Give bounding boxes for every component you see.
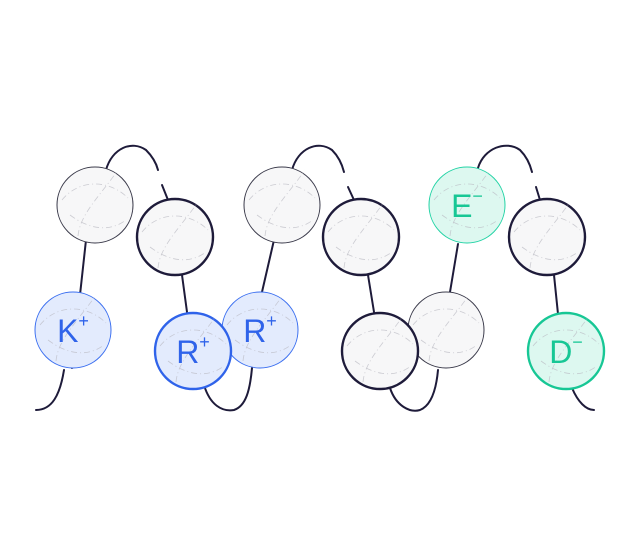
chain-segment — [261, 239, 275, 293]
residue-label-e: E− — [451, 186, 483, 224]
chain-segment — [389, 369, 439, 412]
chain-segment — [291, 144, 345, 173]
residue-n1 — [56, 166, 134, 244]
chain-segment — [203, 367, 253, 412]
chain-segment — [367, 274, 375, 313]
residue-r1 — [153, 311, 233, 391]
residue-r2 — [221, 291, 299, 369]
residue-label-k: K+ — [57, 311, 89, 349]
residue-label-r1: R+ — [176, 332, 210, 370]
chain-segment — [477, 144, 533, 173]
chain-segment-start — [35, 369, 65, 411]
chain-segment — [181, 274, 188, 313]
chain-segment-end — [571, 387, 595, 411]
chain-segment — [161, 184, 169, 201]
residue-n4 — [243, 166, 321, 244]
residue-k — [34, 291, 112, 369]
residue-n6 — [407, 291, 485, 369]
chain-segment — [535, 186, 541, 201]
residue-n5 — [321, 197, 401, 277]
residue-n2 — [135, 197, 215, 277]
chain-segment — [449, 243, 459, 293]
residue-n3 — [340, 311, 420, 391]
chain-segment — [347, 186, 355, 201]
residue-n7 — [507, 197, 587, 277]
residue-label-r2: R+ — [243, 311, 277, 349]
chain-segment — [105, 144, 159, 171]
residue-e — [428, 166, 506, 244]
chain-segment — [553, 274, 559, 315]
residue-label-d: D− — [549, 332, 583, 370]
residue-d — [526, 311, 606, 391]
